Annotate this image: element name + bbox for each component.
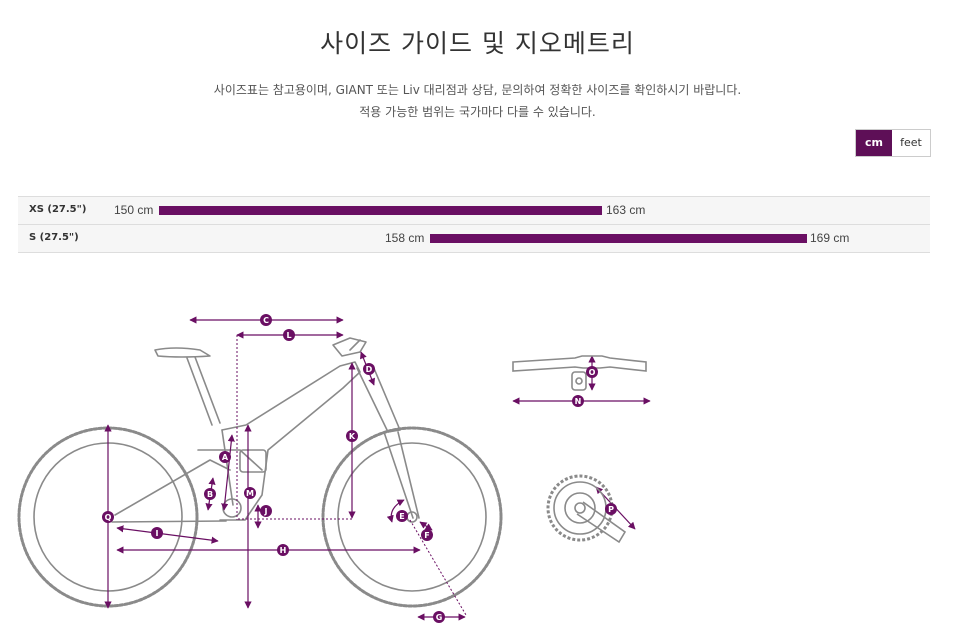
size-row: S (27.5") 158 cm 169 cm bbox=[18, 224, 930, 253]
svg-text:A: A bbox=[222, 453, 229, 462]
height-range-bar bbox=[159, 206, 602, 215]
description-line-1: 사이즈표는 참고용이며, GIANT 또는 Liv 대리점과 상담, 문의하여 … bbox=[213, 83, 742, 97]
marker-e: E bbox=[396, 510, 408, 522]
height-range-bar bbox=[430, 234, 807, 243]
unit-toggle: cm feet bbox=[855, 129, 931, 157]
marker-d: D bbox=[363, 363, 375, 375]
height-min: 158 cm bbox=[385, 231, 425, 245]
marker-f: F bbox=[421, 529, 433, 541]
marker-l: L bbox=[283, 329, 295, 341]
marker-k: K bbox=[346, 430, 358, 442]
svg-text:Q: Q bbox=[105, 513, 112, 522]
size-label: XS (27.5") bbox=[29, 204, 87, 215]
svg-text:M: M bbox=[246, 489, 254, 498]
marker-a: A bbox=[219, 451, 231, 463]
marker-p: P bbox=[605, 503, 617, 515]
marker-c: C bbox=[260, 314, 272, 326]
marker-n: N bbox=[572, 395, 584, 407]
svg-text:C: C bbox=[263, 316, 269, 325]
marker-j: J bbox=[260, 505, 272, 517]
svg-text:L: L bbox=[286, 331, 291, 340]
geometry-markers: C L D K A B M J Q I H E F G O N P bbox=[102, 314, 617, 623]
marker-q: Q bbox=[102, 511, 114, 523]
svg-text:J: J bbox=[264, 507, 268, 516]
svg-text:D: D bbox=[366, 365, 373, 374]
svg-text:P: P bbox=[608, 505, 614, 514]
svg-text:F: F bbox=[424, 531, 429, 540]
svg-text:O: O bbox=[589, 368, 596, 377]
unit-cm-button[interactable]: cm bbox=[856, 130, 892, 156]
svg-text:N: N bbox=[575, 397, 582, 406]
svg-text:E: E bbox=[399, 512, 404, 521]
marker-o: O bbox=[586, 366, 598, 378]
marker-m: M bbox=[244, 487, 256, 499]
height-max: 169 cm bbox=[810, 231, 850, 245]
height-max: 163 cm bbox=[606, 203, 646, 217]
description-line-2: 적용 가능한 범위는 국가마다 다를 수 있습니다. bbox=[359, 105, 596, 119]
size-chart: XS (27.5") 150 cm 163 cm S (27.5") 158 c… bbox=[18, 196, 930, 253]
handlebar-detail-drawing bbox=[512, 355, 647, 391]
svg-text:I: I bbox=[156, 529, 159, 538]
height-min: 150 cm bbox=[114, 203, 154, 217]
bike-frame-drawing bbox=[17, 337, 503, 608]
marker-h: H bbox=[277, 544, 289, 556]
marker-b: B bbox=[204, 488, 216, 500]
marker-i: I bbox=[151, 527, 163, 539]
size-row: XS (27.5") 150 cm 163 cm bbox=[18, 196, 930, 224]
size-label: S (27.5") bbox=[29, 232, 79, 243]
svg-text:B: B bbox=[207, 490, 213, 499]
marker-g: G bbox=[433, 611, 445, 623]
svg-text:H: H bbox=[280, 546, 287, 555]
page-title: 사이즈 가이드 및 지오메트리 bbox=[320, 29, 635, 58]
unit-feet-button[interactable]: feet bbox=[892, 130, 930, 156]
svg-text:G: G bbox=[436, 613, 443, 622]
svg-text:K: K bbox=[349, 432, 356, 441]
